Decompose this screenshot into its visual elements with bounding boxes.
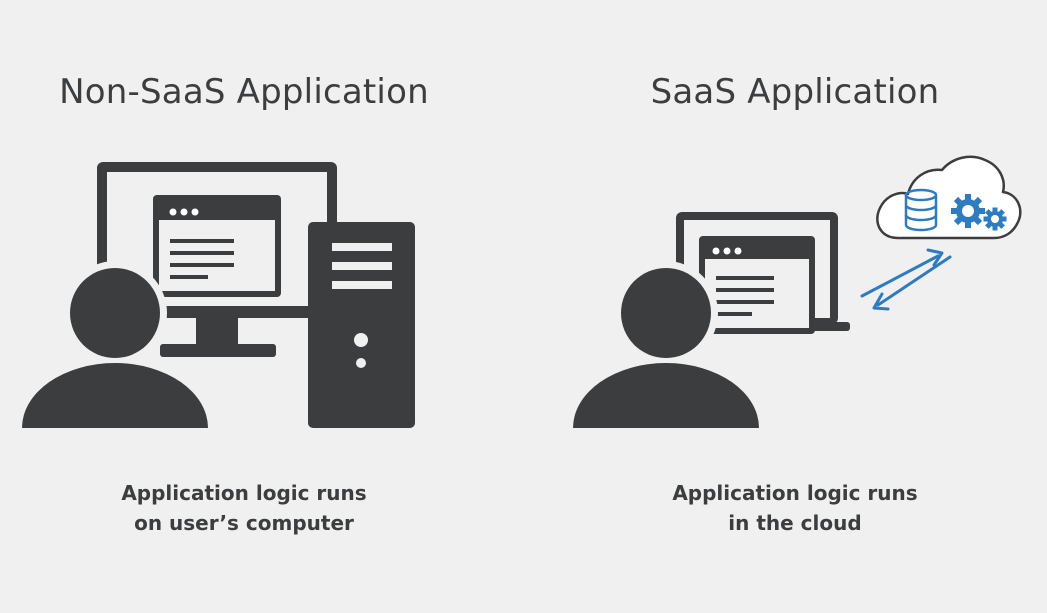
saas-caption: Application logic runs in the cloud	[615, 478, 975, 538]
saas-title: SaaS Application	[650, 72, 940, 112]
user-icon	[573, 261, 759, 428]
sync-arrows-icon	[860, 248, 952, 311]
app-window-icon	[153, 195, 281, 297]
non-saas-caption: Application logic runs on user’s compute…	[64, 478, 424, 538]
user-icon	[22, 261, 208, 428]
app-window-icon	[699, 236, 815, 334]
saas-caption-line1: Application logic runs	[672, 481, 918, 505]
saas-caption-line2: in the cloud	[728, 511, 862, 535]
database-icon	[904, 188, 938, 232]
gears-icon	[951, 194, 1007, 231]
non-saas-caption-line2: on user’s computer	[134, 511, 354, 535]
non-saas-title: Non-SaaS Application	[59, 72, 429, 112]
tower-computer-icon	[308, 222, 415, 428]
non-saas-caption-line1: Application logic runs	[121, 481, 367, 505]
